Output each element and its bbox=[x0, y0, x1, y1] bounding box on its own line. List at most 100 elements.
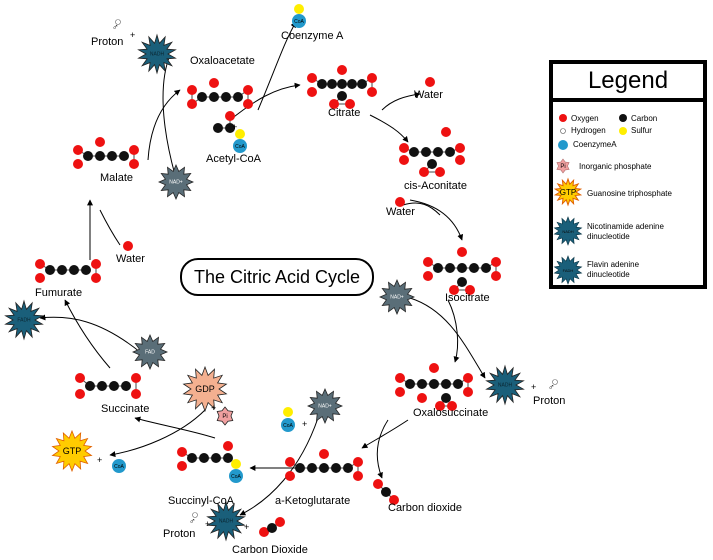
carbon-atom bbox=[357, 79, 367, 89]
legend-pi-icon bbox=[556, 158, 570, 174]
gtp-burst: GTP bbox=[51, 429, 93, 473]
carbon-atom bbox=[445, 147, 455, 157]
gdp-glyph: GDP bbox=[195, 384, 215, 394]
oxygen-atom bbox=[285, 457, 295, 467]
carbon-atom bbox=[121, 381, 131, 391]
legend-nadh-text-2: dinucleotide bbox=[587, 232, 630, 241]
coa-top-disc: CoA bbox=[292, 14, 306, 28]
coa-glyph: CoA bbox=[114, 464, 124, 470]
molecule-cis-aconitate bbox=[399, 127, 465, 177]
oxygen-atom bbox=[429, 363, 439, 373]
oxygen-atom bbox=[131, 389, 141, 399]
carbon-atom bbox=[481, 263, 491, 273]
legend-coa-icon bbox=[558, 140, 568, 150]
oxygen-atom bbox=[187, 99, 197, 109]
carbon-atom bbox=[187, 453, 197, 463]
molecule-water-mid bbox=[395, 197, 405, 207]
carbon-atom bbox=[337, 79, 347, 89]
arrow-oxaloacetate-to-citrate bbox=[229, 82, 301, 121]
molecule-free-coa-mid bbox=[283, 407, 293, 417]
plus-acetyl-coa: + bbox=[232, 122, 237, 132]
oxygen-atom bbox=[463, 387, 473, 397]
carbon-atom bbox=[441, 393, 451, 403]
carbon-atom bbox=[211, 453, 221, 463]
label-proton-bottom: Proton bbox=[163, 528, 195, 540]
fad-glyph: FAD bbox=[145, 350, 155, 356]
molecule-isocitrate bbox=[423, 247, 501, 295]
legend-carbon-icon bbox=[619, 114, 627, 122]
nadh-right-icon bbox=[485, 364, 525, 406]
nadh-bottom-glyph: NADH bbox=[219, 519, 234, 525]
oxygen-atom bbox=[95, 137, 105, 147]
oxygen-atom bbox=[285, 471, 295, 481]
label-fumurate: Fumurate bbox=[35, 287, 82, 299]
carbon-atom bbox=[307, 463, 317, 473]
arrow-nad-to-nadh bbox=[162, 54, 176, 176]
legend-panel: Legend Pi GTP NADH FADH Oxygen Carbon Hy… bbox=[549, 60, 707, 289]
carrier-molecules: CoACoACoACoACoANADHNAD+NAD+NADHNAD+NADHF… bbox=[4, 14, 558, 542]
carbon-atom bbox=[433, 147, 443, 157]
oxygen-atom bbox=[373, 479, 383, 489]
gdp-burst: GDP bbox=[182, 365, 228, 413]
oxygen-atom bbox=[345, 99, 355, 109]
molecule-co2-right bbox=[373, 479, 399, 505]
gtp-glyph: GTP bbox=[63, 446, 82, 456]
arrow-succinylcoa-to-succinate bbox=[134, 416, 216, 439]
carbon-atom bbox=[445, 263, 455, 273]
fad-burst: FAD bbox=[132, 334, 168, 370]
molecule-acetyl-coa bbox=[213, 111, 245, 139]
fadh-icon bbox=[4, 299, 44, 341]
plus-right: + bbox=[531, 382, 536, 392]
oxygen-atom bbox=[423, 271, 433, 281]
oxygen-atom bbox=[177, 461, 187, 471]
oxygen-atom bbox=[129, 145, 139, 155]
carbon-atom bbox=[457, 277, 467, 287]
carbon-atom bbox=[327, 79, 337, 89]
sulfur-atom bbox=[294, 4, 304, 14]
gtp-icon bbox=[51, 429, 93, 473]
label-proton-right: Proton bbox=[533, 395, 565, 407]
fadh-glyph: FADH bbox=[17, 318, 31, 324]
hydrogen-atom bbox=[552, 379, 558, 385]
molecule-ketoglutarate bbox=[285, 449, 363, 481]
carbon-atom bbox=[45, 265, 55, 275]
carbon-atom bbox=[223, 453, 233, 463]
sulfur-atom bbox=[231, 459, 241, 469]
arrow-water-release bbox=[381, 91, 421, 111]
coa-glyph: CoA bbox=[283, 423, 293, 429]
oxygen-atom bbox=[395, 197, 405, 207]
fad-icon bbox=[132, 334, 168, 370]
carbon-atom bbox=[233, 92, 243, 102]
plus-gtp: + bbox=[97, 455, 102, 465]
label-citrate: Citrate bbox=[328, 107, 360, 119]
hydrogen-atom bbox=[192, 512, 198, 518]
legend-hydrogen-icon bbox=[560, 128, 566, 134]
oxygen-atom bbox=[319, 449, 329, 459]
legend-pi-glyph: Pi bbox=[560, 164, 565, 170]
proton-sign-bottom: ♂ bbox=[189, 516, 196, 526]
oxygen-atom bbox=[91, 273, 101, 283]
carbon-atom bbox=[83, 151, 93, 161]
arrow-water-in-2 bbox=[402, 202, 441, 216]
nad-middle-burst: NAD+ bbox=[379, 279, 415, 315]
oxygen-atom bbox=[329, 99, 339, 109]
carbon-atom bbox=[337, 91, 347, 101]
oxygen-atom bbox=[463, 373, 473, 383]
carbon-atom bbox=[409, 147, 419, 157]
nadh-top-burst: NADH bbox=[137, 33, 177, 75]
molecule-fumurate bbox=[35, 259, 101, 283]
label-water-top: Water bbox=[414, 89, 443, 101]
carbon-atom bbox=[267, 523, 277, 533]
carbon-atom bbox=[417, 379, 427, 389]
arrow-nad-to-nadh-2 bbox=[409, 297, 486, 379]
arrow-nad-to-nadh-3 bbox=[239, 417, 319, 516]
molecule-citrate bbox=[307, 65, 377, 109]
oxygen-atom bbox=[75, 389, 85, 399]
legend-carbon-text: Carbon bbox=[631, 114, 658, 123]
carbon-atom bbox=[213, 123, 223, 133]
sulfur-atom bbox=[235, 129, 245, 139]
arrow-succinate-to-fumurate bbox=[64, 299, 111, 369]
oxygen-atom bbox=[35, 273, 45, 283]
coa-glyph: CoA bbox=[231, 474, 241, 480]
